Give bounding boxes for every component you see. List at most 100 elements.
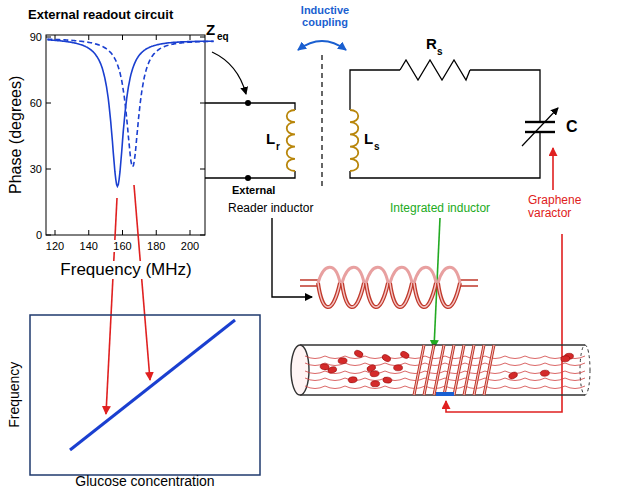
tick (156, 35, 157, 40)
tick (200, 169, 205, 170)
stroke (474, 345, 484, 395)
text-label: r (276, 141, 280, 152)
text-label: eq (217, 31, 229, 42)
stroke (381, 353, 392, 363)
stroke (342, 283, 364, 307)
text-label: 160 (112, 240, 132, 252)
text-label: 90 (30, 31, 42, 43)
stroke (414, 345, 424, 395)
stroke (424, 345, 434, 395)
stroke (366, 364, 377, 373)
stroke (394, 365, 403, 371)
text-label: L (364, 131, 373, 148)
text-label: Inductive coupling (290, 4, 360, 28)
stroke (434, 345, 444, 395)
stroke (342, 267, 364, 283)
stroke (484, 345, 494, 395)
stroke (438, 283, 460, 307)
leader-arrow (552, 148, 554, 190)
phase-curve-shifted (47, 39, 213, 167)
text-label: 60 (30, 97, 42, 109)
tick (200, 235, 205, 236)
stroke (318, 283, 340, 307)
tick (88, 230, 89, 235)
stroke (353, 349, 364, 358)
phase-curve (47, 40, 213, 187)
integrated-coil-symbol (350, 110, 358, 171)
stroke (464, 345, 474, 395)
text-label: 30 (30, 163, 42, 175)
plot-ticks (46, 35, 205, 235)
text-label: 120 (45, 240, 65, 252)
stroke (438, 283, 460, 307)
stroke (399, 350, 410, 359)
tick (46, 169, 51, 170)
stroke (318, 283, 340, 307)
stroke (390, 283, 412, 307)
stroke (414, 283, 436, 307)
stroke (320, 363, 330, 371)
leader-arrow (272, 218, 312, 297)
text-label: Glucose concentration (75, 474, 214, 489)
text-label: Phase (degrees) (7, 76, 25, 194)
stroke (390, 267, 412, 283)
stroke (305, 356, 585, 359)
stroke (338, 358, 347, 364)
stroke (444, 345, 454, 395)
stroke (454, 345, 464, 395)
tick (200, 103, 205, 104)
tick (88, 35, 89, 40)
tick (122, 230, 123, 235)
stroke (484, 345, 494, 395)
text-label: External (232, 184, 275, 196)
text-label: s (374, 141, 380, 152)
calibration-line (70, 320, 235, 450)
coupling-arrow (298, 41, 346, 50)
stroke (474, 345, 484, 395)
stroke (454, 345, 464, 395)
text-label: Z (206, 22, 215, 39)
text-label: C (566, 118, 578, 136)
tick (55, 230, 56, 235)
stroke (348, 376, 358, 383)
varactor-symbol (522, 108, 558, 146)
stroke (438, 267, 460, 283)
tick (122, 35, 123, 40)
stroke (540, 370, 549, 377)
text-label: Frequency (MHz) (59, 261, 192, 280)
tick (190, 35, 191, 40)
tick (200, 37, 205, 38)
stroke (366, 283, 388, 307)
reader-coil-symbol (287, 110, 295, 171)
pointer-arrow (106, 198, 117, 414)
tick (156, 230, 157, 235)
stroke (382, 376, 392, 383)
tick (55, 35, 56, 40)
stroke (342, 283, 364, 307)
pointer-arrow (134, 185, 150, 380)
stroke (464, 345, 474, 395)
stroke (305, 363, 585, 366)
tick (190, 230, 191, 235)
terminal-dot (245, 100, 251, 106)
stroke (414, 267, 436, 283)
text-label: s (437, 46, 443, 57)
text-label: R (426, 36, 437, 53)
stroke (508, 371, 519, 380)
plot-frame (46, 35, 205, 235)
stroke (444, 345, 454, 395)
tick (46, 37, 51, 38)
text-label: 140 (79, 240, 99, 252)
stroke (318, 267, 340, 283)
leader-arrow (446, 234, 562, 412)
calibration-frame (30, 315, 260, 475)
text-label: Reader inductor (228, 202, 313, 215)
text-label: 200 (180, 240, 200, 252)
text-label: Graphene varactor (528, 194, 594, 220)
tick (46, 103, 51, 104)
reader-inductor-illustration (300, 267, 478, 307)
stroke (424, 345, 434, 395)
text-label: 0 (36, 229, 42, 241)
tick (46, 235, 51, 236)
stroke (414, 283, 436, 307)
